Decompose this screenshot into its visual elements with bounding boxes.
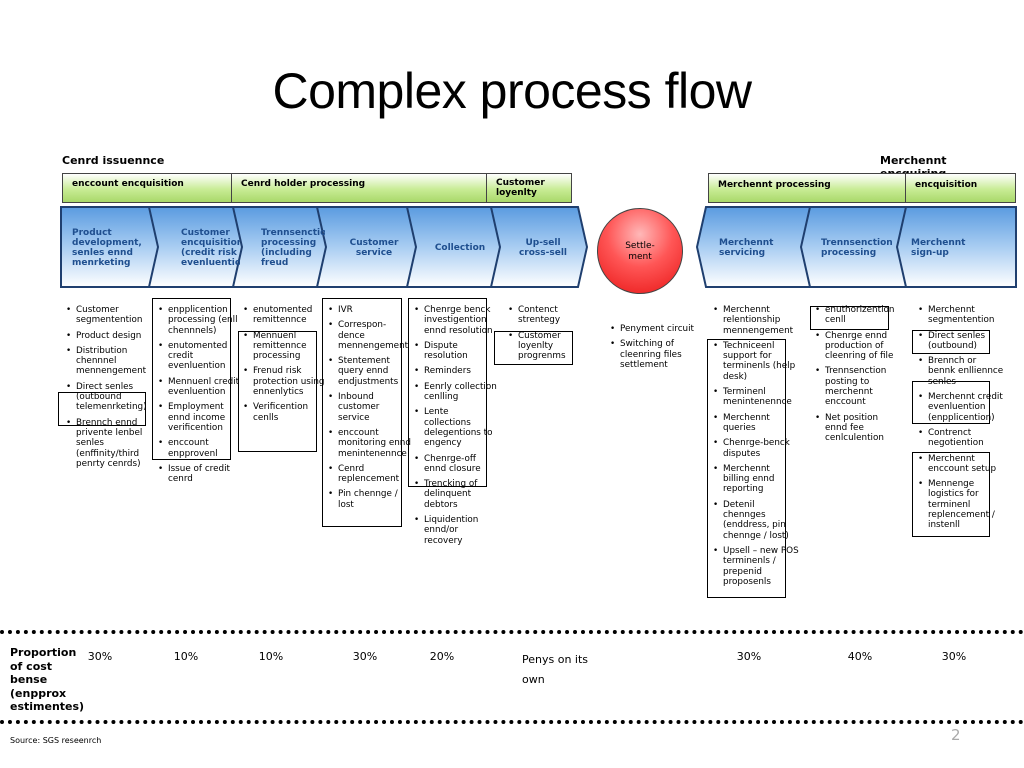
list-customer-service: IVR Correspon-dence mennengement Stentem… — [325, 305, 412, 515]
list-item: Chenrge-benck disputes — [713, 438, 799, 459]
phase-account-acquisition: enccount encquisition — [62, 173, 232, 203]
list-item: Direct senles (outbound telemenrketing) — [66, 382, 156, 413]
step-label-customer-acquisition: Customer encquisition (credit risk evenl… — [181, 228, 240, 268]
list-item: Eenrly collection cenlling — [414, 382, 498, 403]
list-item: Switching of cleenring files settlement — [610, 339, 698, 370]
list-item: Reminders — [414, 366, 498, 377]
list-item: Frenud risk protection using ennenlytics — [243, 366, 327, 397]
settlement-label: Settle- ment — [625, 241, 655, 262]
list-item: enpplicention processing (enll chennnels… — [158, 305, 241, 336]
footer-divider-top — [0, 630, 1024, 634]
list-upsell: Contenct strentegy Customer loyenlty pro… — [505, 305, 584, 366]
footer-divider-bottom — [0, 720, 1024, 724]
step-chevron-merchant-sign-up — [895, 206, 1017, 288]
cost-value: 10% — [173, 650, 199, 663]
step-label-upsell: Up-sell cross-sell — [518, 238, 568, 258]
list-item: Inbound customer service — [328, 392, 412, 423]
list-item: Mennenge logistics for terminenl replenc… — [918, 479, 1006, 530]
slide-title: Complex process flow — [272, 63, 752, 119]
phase-customer-loyalty: Customer loyenlty — [486, 173, 572, 203]
list-item: Direct senles (outbound) — [918, 331, 1006, 352]
step-label-merchant-servicing: Merchennt servicing — [719, 238, 774, 258]
list-item: Lente collections delegentions to engenc… — [414, 407, 498, 448]
step-label-collection: Collection — [434, 243, 486, 253]
list-item: Customer segmentention — [66, 305, 156, 326]
list-settlement: Penyment circuit Switching of cleenring … — [607, 324, 698, 375]
list-item: enccount enpprovenl — [158, 438, 241, 459]
phase-merchant-processing: Merchennt processing — [708, 173, 906, 203]
phase-acquisition: encquisition — [905, 173, 1016, 203]
list-merchant-sign-up: Merchennt segmentention Direct senles (o… — [915, 305, 1006, 536]
list-item: Mennuenl credit evenluention — [158, 377, 241, 398]
list-item: Chenrge ennd production of cleenring of … — [815, 331, 903, 362]
list-item: Trennsenction posting to merchennt encco… — [815, 366, 903, 407]
list-collection: Chenrge benck investigention ennd resolu… — [411, 305, 498, 551]
list-product-development: Customer segmentention Product design Di… — [63, 305, 156, 474]
page-number: 2 — [951, 726, 961, 744]
list-item: Trencking of delinquent debtors — [414, 479, 498, 510]
step-label-transaction-processing: Trennsenction processing (including freu… — [261, 228, 325, 268]
list-item: Penyment circuit — [610, 324, 698, 335]
list-item: Upsell – new POS terminenls / prepenid p… — [713, 546, 799, 587]
settlement-circle: Settle- ment — [597, 208, 683, 294]
list-item: enutomented remittennce — [243, 305, 327, 326]
list-item: Contrenct negotiention — [918, 428, 1006, 449]
list-item: Brennch ennd privente lenbel senles (enf… — [66, 418, 156, 469]
step-label-merchant-transaction-processing: Trennsenction processing — [821, 238, 893, 258]
list-item: Chenrge-off ennd closure — [414, 454, 498, 475]
list-item: Dispute resolution — [414, 341, 498, 362]
cost-value: 30% — [736, 650, 762, 663]
cost-base-label: Proportion of cost bense (enpprox estime… — [10, 646, 85, 713]
phase-card-holder-processing: Cenrd holder processing — [231, 173, 487, 203]
step-chevron-upsell — [489, 206, 589, 288]
list-item: Stentement query ennd endjustments — [328, 356, 412, 387]
list-item: Distribution chennnel mennengement — [66, 346, 156, 377]
list-item: Product design — [66, 331, 156, 342]
source-note: Source: SGS reseenrch — [10, 736, 102, 745]
list-item: Terminenl menintenennce — [713, 387, 799, 408]
list-merchant-servicing: Merchennt relentionship mennengement Tec… — [710, 305, 799, 592]
cost-value-settlement: Penys on its own — [522, 653, 589, 686]
list-transaction-processing: enutomented remittennce Mennuenl remitte… — [240, 305, 327, 428]
list-item: Verificention cenlls — [243, 402, 327, 423]
list-item: Net position ennd fee cenlculention — [815, 413, 903, 444]
list-item: Pin chennge / lost — [328, 489, 412, 510]
list-item: Merchennt enccount setup — [918, 454, 1006, 475]
list-item: Contenct strentegy — [508, 305, 584, 326]
list-item: Issue of credit cenrd — [158, 464, 241, 485]
list-item: Customer loyenlty progrenms — [508, 331, 584, 362]
cost-value: 10% — [258, 650, 284, 663]
cost-value: 40% — [847, 650, 873, 663]
list-item: Merchennt segmentention — [918, 305, 1006, 326]
list-item: Techniceenl support for terminenls (help… — [713, 341, 799, 382]
section-label-card-issuance: Cenrd issuennce — [62, 154, 165, 167]
list-item: Correspon-dence mennengement — [328, 320, 412, 351]
cost-value: 30% — [87, 650, 113, 663]
list-item: Chenrge benck investigention ennd resolu… — [414, 305, 498, 336]
cost-value: 30% — [941, 650, 967, 663]
list-item: Merchennt billing ennd reporting — [713, 464, 799, 495]
list-item: Mennuenl remittennce processing — [243, 331, 327, 362]
list-item: IVR — [328, 305, 412, 316]
list-customer-acquisition: enpplicention processing (enll chennnels… — [155, 305, 241, 489]
list-item: Detenil chennges (enddress, pin chennge … — [713, 500, 799, 541]
list-item: Merchennt credit evenluention (enpplicen… — [918, 392, 1006, 423]
list-item: Liquidention ennd/or recovery — [414, 515, 498, 546]
step-label-merchant-sign-up: Merchennt sign-up — [911, 238, 966, 258]
list-item: enccount monitoring ennd menintenennce — [328, 428, 412, 459]
list-item: Employment ennd income verificention — [158, 402, 241, 433]
cost-value: 20% — [429, 650, 455, 663]
step-label-customer-service: Customer service — [349, 238, 399, 258]
list-item: Merchennt queries — [713, 413, 799, 434]
list-merchant-transaction-processing: enuthorizention cenll Chenrge ennd produ… — [812, 305, 903, 449]
list-item: enutomented credit evenluention — [158, 341, 241, 372]
list-item: Cenrd replencement — [328, 464, 412, 485]
list-item: Brennch or bennk enlliennce senles — [918, 356, 1006, 387]
step-label-product-development: Product development, senles ennd menrket… — [72, 228, 142, 268]
cost-value: 30% — [352, 650, 378, 663]
list-item: Merchennt relentionship mennengement — [713, 305, 799, 336]
list-item: enuthorizention cenll — [815, 305, 903, 326]
